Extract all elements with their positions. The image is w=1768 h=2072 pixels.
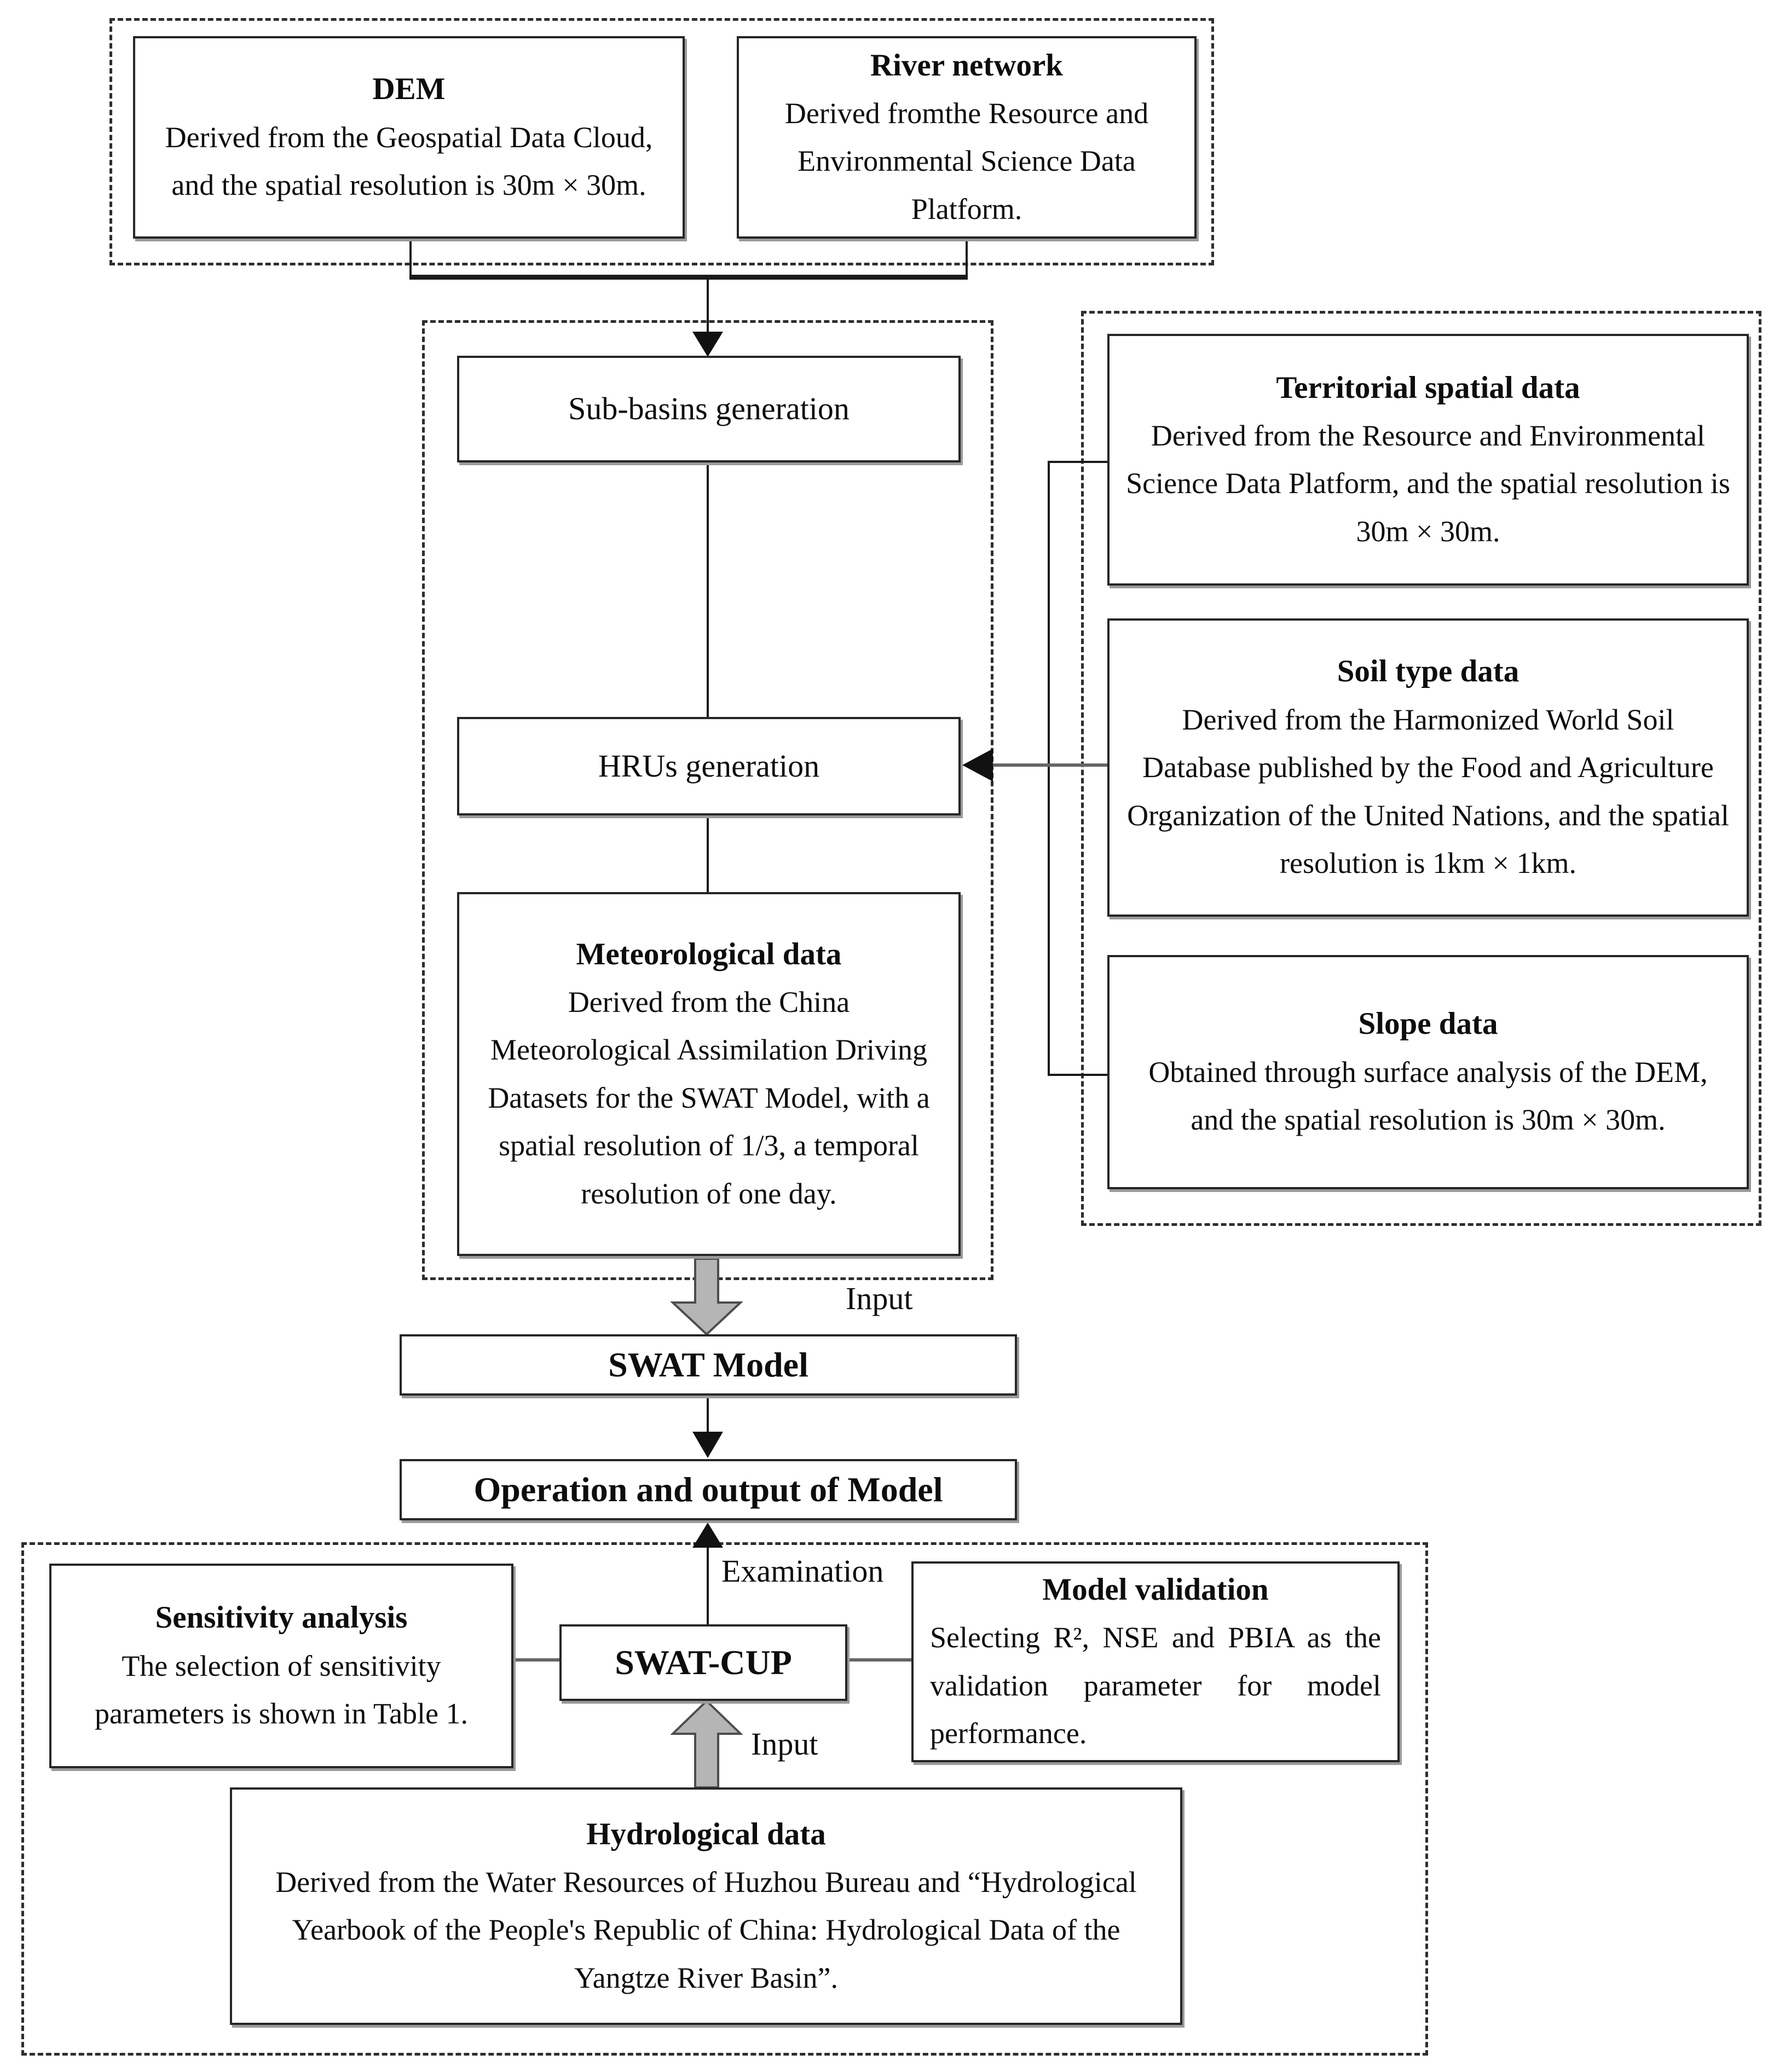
hrus-label: HRUs generation — [598, 748, 820, 784]
input-fat-arrow-up-icon — [671, 1700, 743, 1789]
dem-box: DEM Derived from the Geospatial Data Clo… — [133, 36, 685, 239]
river-network-body: Derived fromthe Resource and Environment… — [784, 96, 1149, 225]
sensitivity-to-cup-line — [513, 1658, 559, 1662]
calibration-group-frame — [21, 1542, 1428, 2056]
river-down-connector — [966, 239, 968, 278]
hydrological-data-box: Hydrological data Derived from the Water… — [230, 1787, 1182, 2025]
hrus-box: HRUs generation — [457, 717, 961, 815]
river-network-box: River network Derived fromthe Resource a… — [737, 36, 1197, 239]
subbasins-arrowhead-icon — [692, 332, 723, 357]
soil-type-title: Soil type data — [1337, 654, 1519, 689]
model-validation-body: Selecting R², NSE and PBIA as the valida… — [930, 1621, 1381, 1750]
territorial-body: Derived from the Resource and Environmen… — [1126, 419, 1730, 548]
merge-to-subbasins-line — [707, 278, 709, 335]
swat-cup-box: SWAT-CUP — [559, 1624, 847, 1701]
meteorological-title: Meteorological data — [576, 936, 842, 971]
examination-arrowhead-icon — [692, 1523, 723, 1548]
sensitivity-analysis-box: Sensitivity analysis The selection of se… — [49, 1564, 513, 1768]
spatial-bracket-vline — [1048, 461, 1050, 1076]
model-validation-title: Model validation — [1042, 1572, 1269, 1607]
swat-model-box: SWAT Model — [400, 1334, 1017, 1396]
dem-body: Derived from the Geospatial Data Cloud, … — [165, 120, 653, 202]
slope-title: Slope data — [1358, 1006, 1498, 1041]
top-merge-bar — [409, 275, 968, 280]
dem-title: DEM — [372, 72, 446, 107]
swat-model-label: SWAT Model — [608, 1345, 808, 1385]
territorial-box: Territorial spatial data Derived from th… — [1107, 334, 1749, 586]
swat-cup-label: SWAT-CUP — [615, 1643, 792, 1682]
input-top-label: Input — [846, 1281, 913, 1316]
operation-output-label: Operation and output of Model — [473, 1470, 943, 1509]
model-validation-box: Model validation Selecting R², NSE and P… — [911, 1561, 1400, 1762]
dem-down-connector — [409, 239, 412, 278]
sensitivity-analysis-title: Sensitivity analysis — [155, 1600, 408, 1635]
meteorological-body: Derived from the China Meteorological As… — [488, 986, 930, 1210]
hydrological-data-body: Derived from the Water Resources of Huzh… — [275, 1865, 1137, 1994]
sensitivity-analysis-body: The selection of sensitivity parameters … — [94, 1649, 469, 1730]
examination-line — [707, 1548, 709, 1624]
swat-to-operation-line — [707, 1394, 709, 1434]
sub-basins-label: Sub-basins generation — [568, 391, 850, 427]
input-data-group-frame — [109, 18, 1214, 265]
subbasins-to-hrus-line — [707, 462, 709, 717]
soil-type-box: Soil type data Derived from the Harmoniz… — [1107, 618, 1749, 917]
slope-box: Slope data Obtained through surface anal… — [1107, 955, 1749, 1189]
input-fat-arrow-down-icon — [671, 1258, 743, 1335]
operation-output-box: Operation and output of Model — [400, 1459, 1017, 1520]
input-bottom-label: Input — [751, 1726, 818, 1762]
cup-to-validation-line — [847, 1658, 911, 1662]
territorial-bracket-stub — [1048, 461, 1107, 463]
meteorological-box: Meteorological data Derived from the Chi… — [457, 892, 961, 1256]
hrus-to-met-line — [707, 815, 709, 892]
hrus-arrowhead-icon — [962, 749, 993, 782]
spatial-to-hrus-line — [992, 763, 1107, 767]
examination-label: Examination — [721, 1553, 884, 1589]
spatial-data-group-frame — [1081, 311, 1761, 1226]
river-network-title: River network — [870, 48, 1063, 83]
slope-bracket-stub — [1048, 1074, 1107, 1076]
sub-basins-box: Sub-basins generation — [457, 356, 961, 462]
slope-body: Obtained through surface analysis of the… — [1148, 1055, 1708, 1137]
hydrological-data-title: Hydrological data — [586, 1816, 826, 1851]
operation-arrowhead-icon — [692, 1432, 723, 1458]
territorial-title: Territorial spatial data — [1276, 370, 1580, 405]
soil-type-body: Derived from the Harmonized World Soil D… — [1127, 703, 1729, 880]
